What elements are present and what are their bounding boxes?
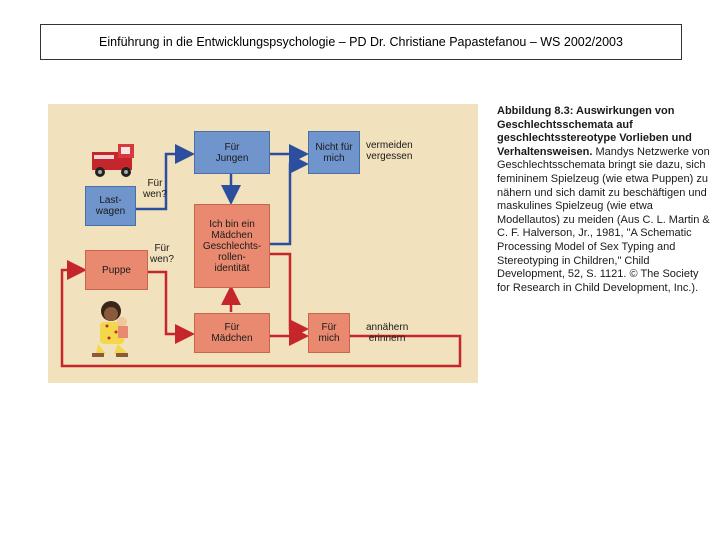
node-fuer-maedchen: Für Mädchen: [194, 313, 270, 353]
label-vermeiden-vergessen: vermeiden vergessen: [366, 140, 413, 162]
caption-body: Mandys Netzwerke von Geschlechtsschemata…: [497, 145, 710, 294]
arrow-identity-to-nicht-fuer-mich: [270, 154, 309, 246]
label-annaehern-erinnern: annähern erinnern: [366, 322, 409, 344]
arrow-lastwagen-to-fuer-jungen: [136, 144, 195, 211]
label-fuer-wen-1: Für wen?: [143, 178, 167, 200]
arrow-puppe-to-fuer-maedchen: [148, 270, 195, 344]
node-puppe: Puppe: [85, 250, 148, 290]
caption-heading: Abbildung 8.3: Auswirkungen von Geschlec…: [497, 105, 692, 158]
header-title: Einführung in die Entwicklungspsychologi…: [99, 35, 623, 49]
diagram-arrows: [60, 144, 462, 368]
node-fuer-mich: Für mich: [308, 313, 350, 353]
child-with-doll-icon: [92, 301, 128, 357]
toy-truck-icon: [92, 144, 134, 177]
node-nicht-fuer-mich: Nicht für mich: [308, 131, 360, 174]
node-fuer-jungen: Für Jungen: [194, 131, 270, 174]
gender-schema-diagram: Für Jungen Nicht für mich Last- wagen Ic…: [48, 104, 478, 383]
arrow-feedback-loop: [60, 260, 462, 368]
slide-header: Einführung in die Entwicklungspsychologi…: [40, 24, 682, 60]
node-lastwagen: Last- wagen: [85, 186, 136, 226]
label-fuer-wen-2: Für wen?: [150, 243, 174, 265]
arrow-identity-to-fuer-mich: [270, 252, 309, 339]
figure-caption: Abbildung 8.3: Auswirkungen von Geschlec…: [497, 105, 710, 295]
node-geschlechtsrollenidentitaet: Ich bin ein Mädchen Geschlechts- rollen-…: [194, 204, 270, 288]
